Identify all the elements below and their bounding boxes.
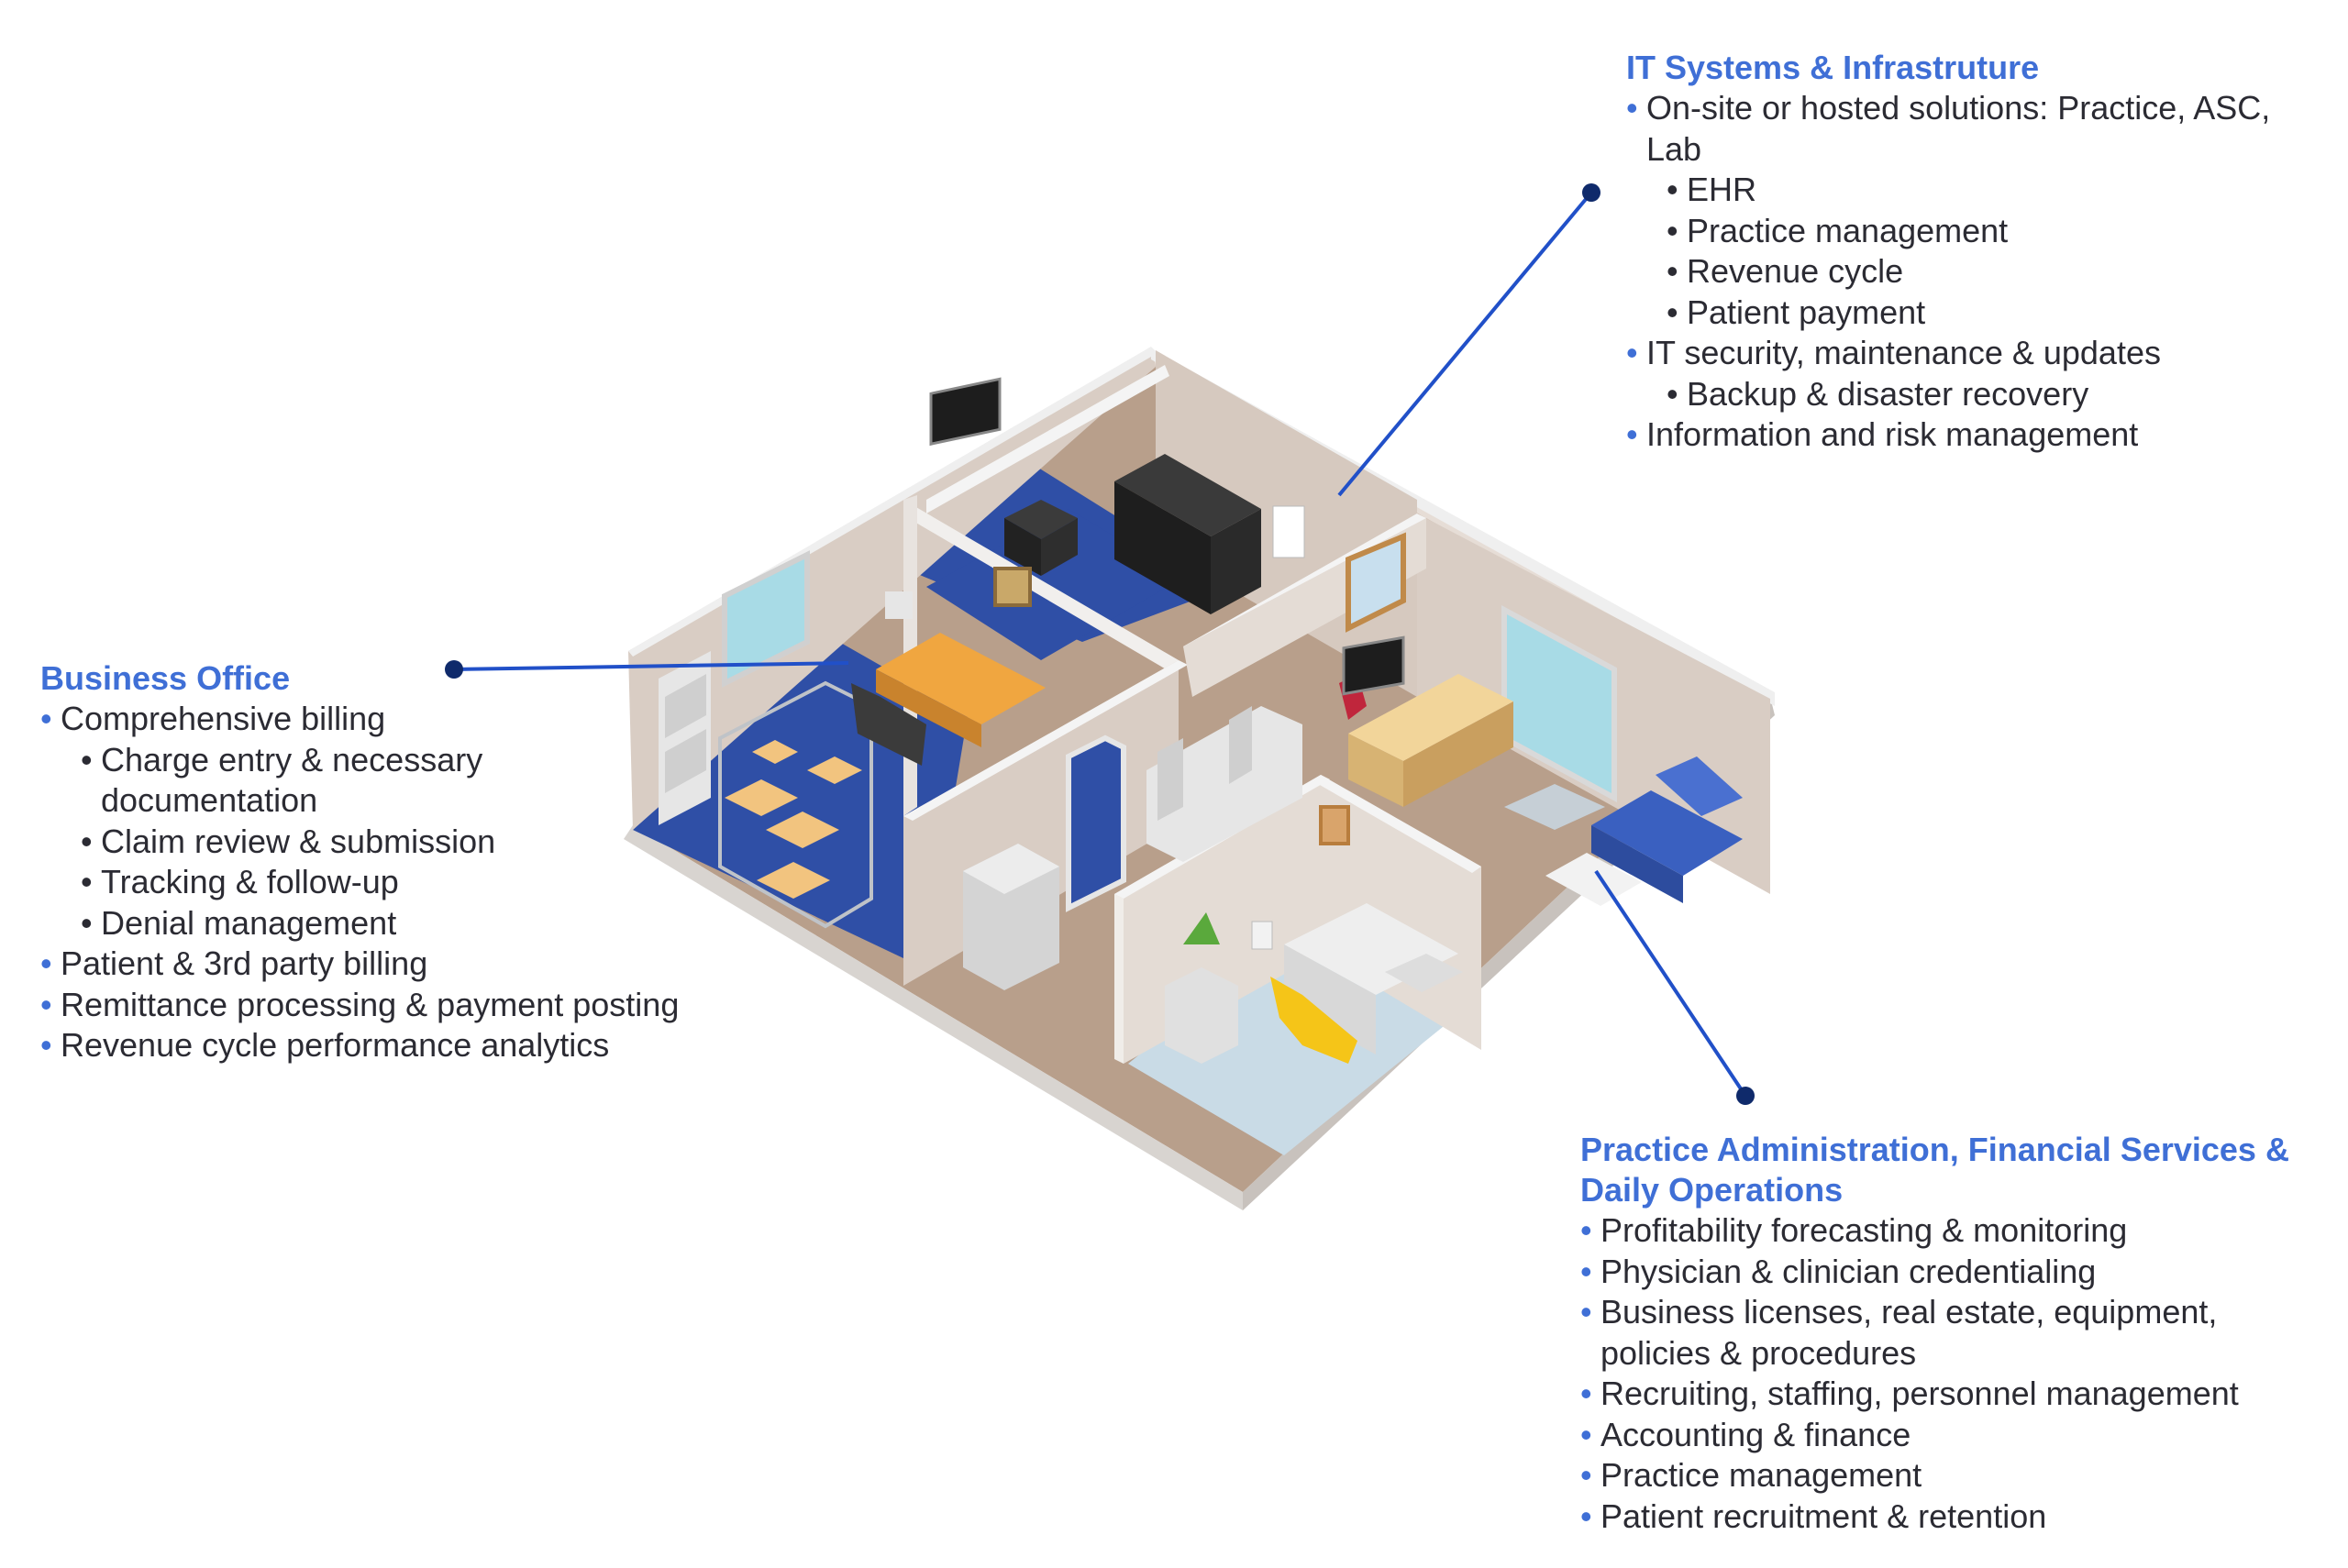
list-item: Practice management (1580, 1455, 2332, 1496)
list-item: Recruiting, staffing, personnel manageme… (1580, 1374, 2332, 1415)
business-office-title: Business Office (40, 659, 291, 697)
practice-admin-list: Profitability forecasting & monitoring P… (1580, 1210, 2332, 1537)
list-item: Patient payment (1626, 293, 2323, 334)
list-item: Charge entry & necessary documentation (40, 740, 587, 822)
list-item: Revenue cycle (1626, 251, 2323, 293)
business-office-list: Comprehensive billing Charge entry & nec… (40, 699, 792, 1066)
lounge-furniture (963, 532, 1743, 990)
list-item: Physician & clinician credentialing (1580, 1252, 2332, 1293)
list-item: Claim review & submission (40, 822, 792, 863)
list-item: Business licenses, real estate, equipmen… (1580, 1292, 2298, 1374)
list-item: Denial management (40, 903, 792, 944)
list-item: Patient & 3rd party billing (40, 944, 792, 985)
list-item: On-site or hosted solutions: Practice, A… (1626, 88, 2323, 170)
it-systems-list: On-site or hosted solutions: Practice, A… (1626, 88, 2323, 456)
business-office-furniture (659, 377, 1046, 929)
connector-practice (1594, 869, 1755, 1105)
list-item: Remittance processing & payment posting (40, 985, 792, 1026)
it-systems-callout: IT Systems & Infrastruture On-site or ho… (1626, 48, 2323, 456)
list-item: Information and risk management (1626, 414, 2323, 456)
list-item: EHR (1626, 170, 2323, 211)
list-item: Comprehensive billing (40, 699, 792, 740)
business-office-callout: Business Office Comprehensive billing Ch… (40, 658, 792, 1066)
admin-office-furniture (1165, 635, 1463, 1064)
list-item: Patient recruitment & retention (1580, 1496, 2332, 1538)
list-item: IT security, maintenance & updates (1626, 333, 2323, 374)
connector-it (1337, 183, 1600, 497)
practice-admin-callout: Practice Administration, Financial Servi… (1580, 1130, 2332, 1537)
practice-admin-title: Practice Administration, Financial Servi… (1580, 1131, 2289, 1209)
list-item: Practice management (1626, 211, 2323, 252)
list-item: Tracking & follow-up (40, 862, 792, 903)
it-systems-title: IT Systems & Infrastruture (1626, 49, 2040, 86)
list-item: Backup & disaster recovery (1626, 374, 2323, 415)
list-item: Revenue cycle performance analytics (40, 1025, 792, 1066)
server-racks (1004, 454, 1305, 614)
list-item: Accounting & finance (1580, 1415, 2332, 1456)
connector-business (445, 660, 849, 679)
list-item: Profitability forecasting & monitoring (1580, 1210, 2332, 1252)
